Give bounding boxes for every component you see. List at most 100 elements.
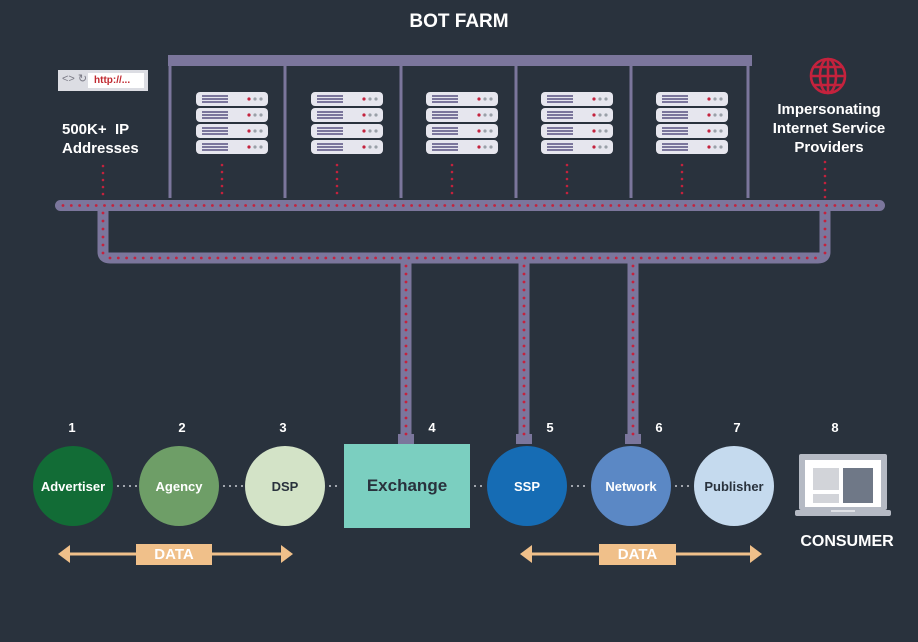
server-slot [317, 111, 343, 113]
server-led [374, 129, 378, 133]
signal-dot [133, 256, 137, 260]
signal-dot [473, 256, 477, 260]
node-network: Network [591, 446, 671, 526]
signal-dot [805, 256, 809, 260]
signal-dot [335, 177, 339, 181]
signal-dot [631, 320, 635, 324]
server-led [259, 145, 263, 149]
signal-dot [404, 432, 408, 436]
chain-connector-dot [235, 485, 237, 487]
signal-dot [451, 204, 455, 207]
signal-dot [700, 204, 704, 207]
signal-dot [522, 360, 526, 364]
server-slot [662, 133, 688, 135]
signal-dot [559, 204, 563, 207]
server-led [489, 129, 493, 133]
signal-dot [567, 204, 571, 207]
signal-dot [103, 204, 106, 207]
signal-dot [101, 178, 105, 182]
server-slot [432, 114, 458, 116]
signal-dot [318, 204, 322, 207]
signal-dot [94, 204, 98, 207]
signal-dot [101, 171, 105, 175]
pipe-connector-exchange [398, 434, 414, 444]
signal-dot [522, 416, 526, 420]
signal-dot [208, 256, 212, 260]
signal-dot [490, 256, 494, 260]
server-slot [432, 111, 458, 113]
signal-dot [522, 368, 526, 372]
signal-dot [404, 320, 408, 324]
signal-dot [484, 204, 488, 207]
server-slot [432, 98, 458, 100]
server-led [604, 113, 608, 117]
signal-dot [825, 204, 828, 207]
signal-dot [335, 163, 339, 167]
server-slot [202, 127, 228, 129]
server-slot [202, 146, 228, 148]
signal-dot [141, 256, 145, 260]
signal-dot [266, 256, 270, 260]
node-advertiser: Advertiser [33, 446, 113, 526]
signal-dot [493, 204, 496, 207]
signal-dot [722, 256, 726, 260]
laptop-icon [795, 452, 891, 523]
server-slot [662, 130, 688, 132]
signal-dot [211, 204, 214, 207]
signal-dot [404, 368, 408, 372]
server-slot [547, 114, 573, 116]
server-slot [662, 117, 688, 119]
isp-label-line-2: Internet Service [772, 120, 886, 137]
server-slot [547, 143, 573, 145]
signal-dot [667, 204, 671, 207]
loop-pipe [97, 206, 831, 264]
signal-dot [565, 170, 569, 174]
server-slot [202, 143, 228, 145]
signal-dot [631, 368, 635, 372]
server-led [713, 129, 717, 133]
signal-dot [101, 235, 105, 239]
signal-dot [404, 288, 408, 292]
signal-dot [61, 204, 65, 207]
server-led [253, 113, 257, 117]
signal-dot [631, 328, 635, 332]
server-slot [317, 117, 343, 119]
signal-dot [875, 204, 878, 207]
server-led [489, 145, 493, 149]
signal-dot [404, 304, 408, 308]
server-led [598, 129, 602, 133]
signal-dot [249, 256, 253, 260]
signal-dot [476, 204, 480, 207]
node-ssp: SSP [487, 446, 567, 526]
signal-dot [219, 204, 223, 207]
signal-dot [631, 264, 635, 268]
signal-dot [407, 256, 411, 260]
server-led-red [362, 97, 366, 101]
server-led-red [477, 145, 481, 149]
server-slot [317, 98, 343, 100]
server-slot [432, 130, 458, 132]
server-led-red [592, 97, 596, 101]
signal-dot [714, 256, 718, 260]
signal-dot [274, 256, 278, 260]
server-slot [202, 114, 228, 116]
signal-dot [136, 204, 140, 207]
signal-dot [202, 204, 206, 207]
server-slot [432, 117, 458, 119]
signal-dot [631, 392, 635, 396]
server-led [604, 97, 608, 101]
signal-dot [631, 384, 635, 388]
signal-dot [767, 204, 770, 207]
signal-dot [681, 256, 685, 260]
server-slot [662, 146, 688, 148]
signal-dot [697, 256, 701, 260]
server-led [719, 145, 723, 149]
signal-dot [565, 184, 569, 188]
signal-dot [522, 336, 526, 340]
signal-dot [631, 312, 635, 316]
pipe-connector-network [625, 434, 641, 444]
server-led [483, 129, 487, 133]
signal-dot [742, 204, 745, 207]
signal-dot [631, 432, 635, 436]
signal-dot [152, 204, 156, 207]
